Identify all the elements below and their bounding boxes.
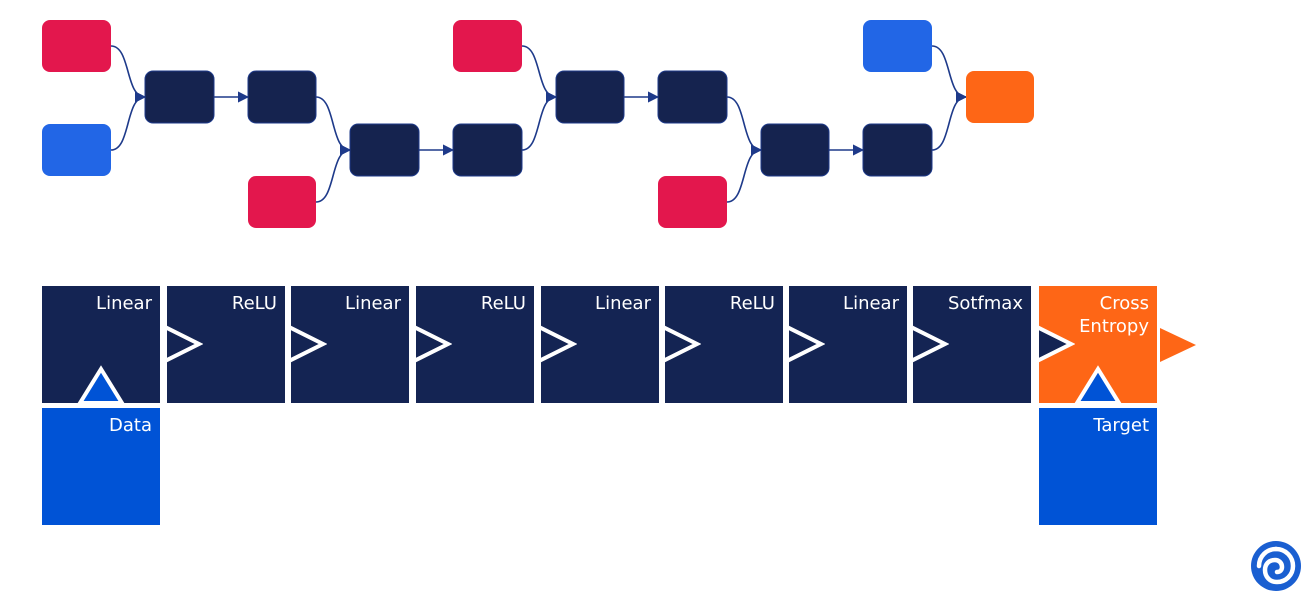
layer-block-linear: Linear (789, 286, 907, 403)
graph-edge (521, 91, 558, 151)
layer-label: ReLU (729, 293, 775, 314)
graph-node-op (555, 70, 625, 124)
layer-block-softmax: Sotfmax (913, 286, 1031, 403)
triangle-arrow-right-icon (541, 325, 577, 363)
layer-label: Linear (843, 293, 899, 314)
triangle-arrow-up-icon (1074, 365, 1122, 403)
layer-label: ReLU (231, 293, 277, 314)
triangle-arrow-right-icon (167, 325, 203, 363)
graph-edge (726, 144, 763, 203)
graph-node-op (760, 123, 830, 177)
layer-block-cross-entropy: Cross Entropy (1039, 286, 1157, 403)
graph-edge (110, 91, 147, 151)
graph-edge (315, 144, 352, 203)
layer-block-relu: ReLU (665, 286, 783, 403)
graph-edge (931, 45, 968, 103)
graph-node-op (862, 123, 933, 177)
graph-node-target (863, 20, 932, 72)
logo-icon (1251, 541, 1301, 591)
graph-node-param (453, 20, 522, 72)
computation-graph (42, 20, 1034, 228)
graph-nodes (42, 20, 1034, 228)
input-label: Target (1093, 415, 1149, 436)
layer-label: Sotfmax (947, 293, 1023, 314)
layer-block-linear: Linear (541, 286, 659, 403)
input-block-data: Data (42, 408, 160, 525)
graph-node-op (657, 70, 728, 124)
triangle-arrow-right-icon (416, 325, 452, 363)
graph-node-op (144, 70, 215, 124)
layer-block-linear: Linear (42, 286, 160, 403)
layer-label: Linear (345, 293, 401, 314)
graph-edge (521, 45, 558, 103)
graph-node-param (42, 20, 111, 72)
triangle-arrow-right-icon (291, 325, 327, 363)
graph-edge (726, 96, 763, 156)
layer-label: Linear (96, 293, 152, 314)
layer-label: Cross Entropy (1079, 293, 1149, 337)
triangle-arrow-right-icon (665, 325, 701, 363)
graph-node-op (349, 123, 420, 177)
output-arrow-icon (1160, 328, 1196, 362)
graph-edges (110, 45, 968, 203)
graph-edge (315, 96, 352, 156)
input-label: Data (109, 415, 152, 436)
triangle-arrow-right-icon (789, 325, 825, 363)
triangle-arrow-up-icon (77, 365, 125, 403)
triangle-arrow-right-icon (913, 325, 949, 363)
input-block-target: Target (1039, 408, 1157, 525)
graph-edge (110, 45, 147, 103)
graph-node-input (42, 124, 111, 176)
layer-block-linear: Linear (291, 286, 409, 403)
graph-edge (931, 91, 968, 151)
triangle-arrow-right-icon (1039, 325, 1075, 363)
graph-node-op (247, 70, 317, 124)
graph-node-param (248, 176, 316, 228)
layer-label: ReLU (480, 293, 526, 314)
layer-block-relu: ReLU (416, 286, 534, 403)
graph-node-loss (966, 71, 1034, 123)
layer-label: Linear (595, 293, 651, 314)
graph-node-param (658, 176, 727, 228)
graph-node-op (452, 123, 523, 177)
layer-block-relu: ReLU (167, 286, 285, 403)
